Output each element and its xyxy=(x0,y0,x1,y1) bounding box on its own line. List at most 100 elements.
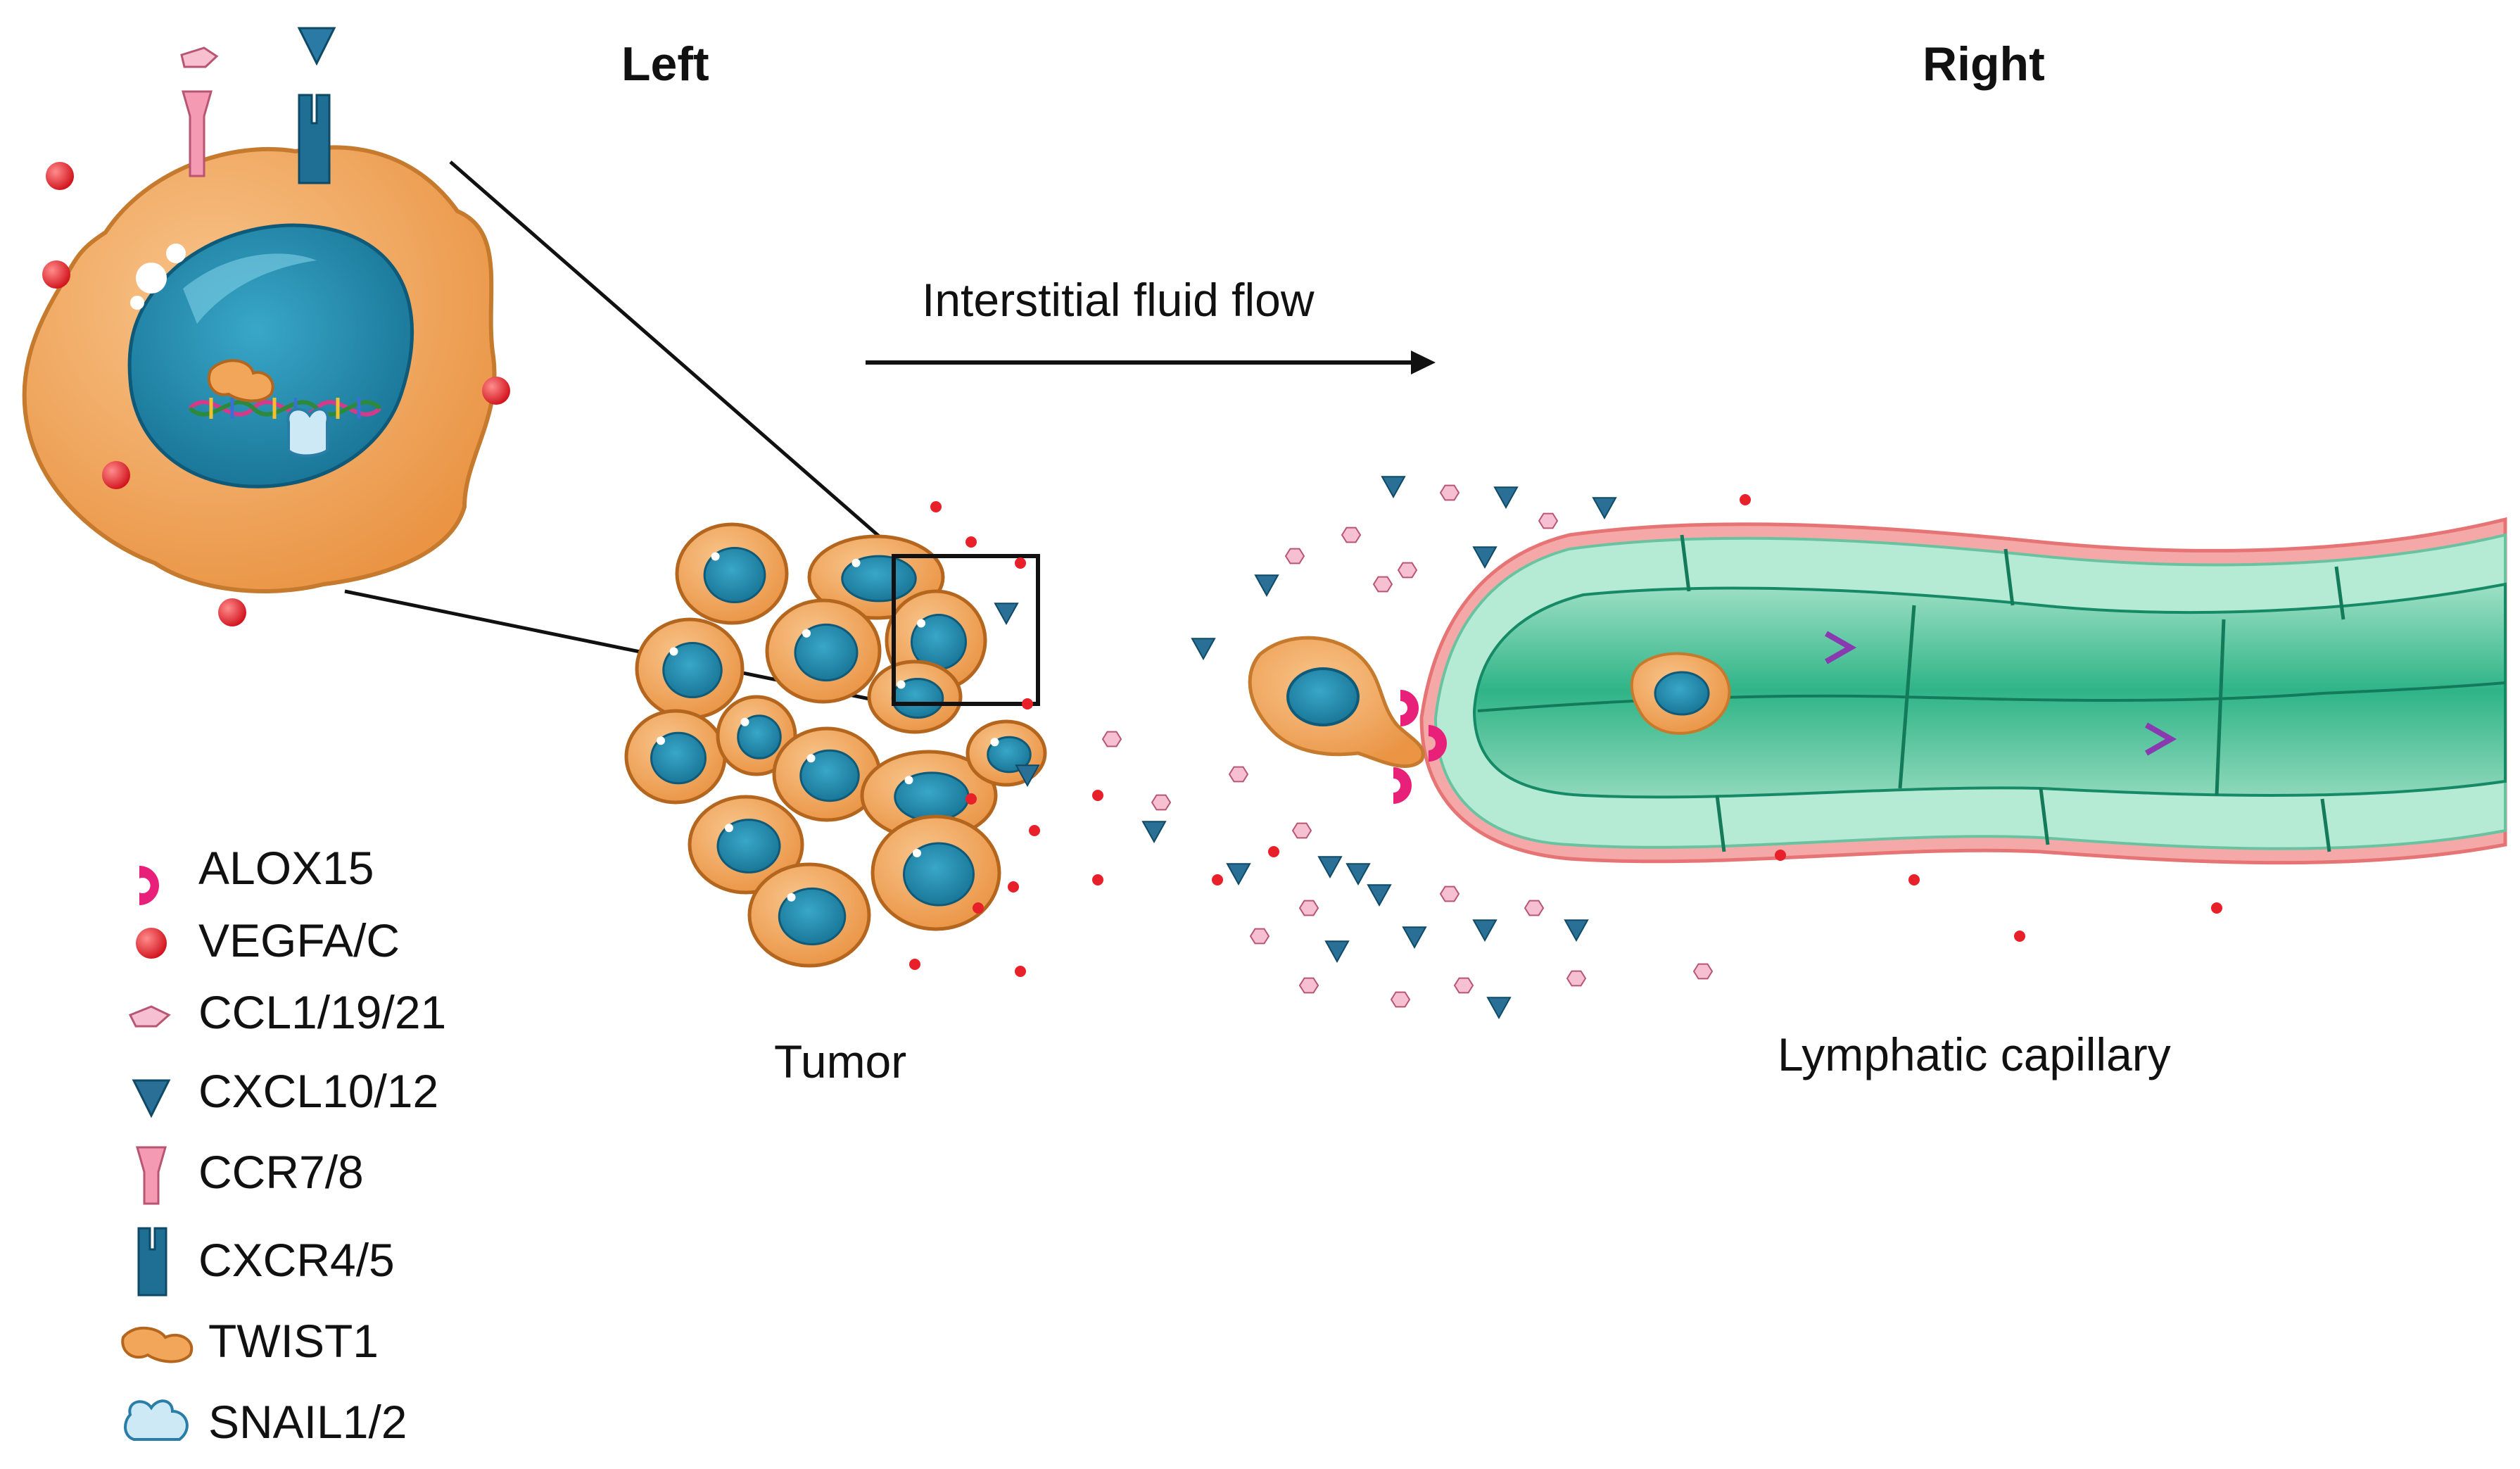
capillary-label: Lymphatic capillary xyxy=(1778,1028,2171,1080)
cxcl-particle xyxy=(1367,884,1392,907)
nucleus-highlight xyxy=(183,253,317,324)
vegf-particle xyxy=(1908,874,1920,885)
endothelial-junction xyxy=(2215,619,2226,796)
vegf-particle xyxy=(965,536,977,548)
heading-right: Right xyxy=(1923,37,2045,91)
tumor-cell-nucleus xyxy=(703,547,766,603)
vegf-particle xyxy=(1212,874,1223,885)
ccl-particle xyxy=(1390,991,1411,1008)
ccl-particle xyxy=(1439,885,1460,902)
tumor-cell xyxy=(860,750,998,841)
tumor-cell-nucleus xyxy=(650,731,707,785)
vegf-particle xyxy=(218,598,246,626)
flow-chevron-icon xyxy=(2145,722,2177,756)
cxcl-particle xyxy=(1592,497,1617,520)
cxcl-particle xyxy=(1381,476,1406,499)
nucleolus-bubble xyxy=(166,244,186,263)
cxcl-particle xyxy=(994,603,1019,626)
endothelial-junctions xyxy=(1680,534,2345,852)
ccl-particle xyxy=(1439,484,1460,501)
ccl-particle xyxy=(1249,928,1270,945)
legend-icons xyxy=(121,866,194,1441)
cxcl-particle xyxy=(1317,856,1343,879)
tumor-cell-nucleus xyxy=(662,642,723,698)
tumor-cell-nucleus xyxy=(799,749,860,802)
cxcl-particle xyxy=(1191,638,1216,661)
alox15-icon xyxy=(1400,690,1419,726)
vegf-particles-zoomed xyxy=(42,162,510,626)
tumor-cell xyxy=(675,522,789,625)
ccr-receptor-icon xyxy=(182,90,213,177)
lymphatic-capillary xyxy=(1393,517,2507,865)
zoom-box xyxy=(892,554,1040,706)
nucleolus-bubble xyxy=(802,629,811,638)
nucleolus-bubble xyxy=(897,680,906,689)
ccl-particle xyxy=(1101,731,1122,748)
cxcl-particle xyxy=(1564,919,1589,942)
vegf-particle xyxy=(1008,881,1019,893)
cxcl-ligand-icon xyxy=(297,27,336,66)
heading-left: Left xyxy=(621,37,709,91)
zoom-line-top xyxy=(449,160,895,550)
tumor-cell xyxy=(635,617,745,720)
tumor-cell-nucleus xyxy=(794,623,859,682)
nucleolus-bubble xyxy=(851,558,861,567)
vegf-particle xyxy=(1015,966,1026,977)
legend-label: CXCL10/12 xyxy=(198,1065,439,1117)
twist1-icon xyxy=(121,1326,194,1363)
tumor-cell xyxy=(624,709,727,805)
cxcl-particle xyxy=(1472,546,1498,569)
ccl-particle xyxy=(1538,512,1559,529)
tumor-cell xyxy=(765,598,882,704)
nucleolus-bubble xyxy=(657,736,665,745)
legend-label: VEGFA/C xyxy=(198,914,400,966)
cxcl-particle xyxy=(1472,919,1498,942)
tumor-cell-nucleus xyxy=(903,842,975,907)
vegf-particle xyxy=(102,461,130,489)
vegf-particle xyxy=(1740,494,1751,505)
endothelial-junction xyxy=(2003,548,2015,606)
cxcl-chemokine-icon xyxy=(132,1079,171,1118)
tumor-cell xyxy=(688,795,804,895)
alox15-icon xyxy=(1429,725,1447,762)
ccl-particle xyxy=(1566,970,1587,987)
nucleolus-bubble xyxy=(787,893,796,902)
nucleolus-bubble xyxy=(917,619,925,628)
cxcl-particle xyxy=(1346,863,1371,886)
vegf-particle xyxy=(2211,902,2222,914)
vegf-particle xyxy=(909,959,920,970)
endothelial-junction xyxy=(1680,534,1691,592)
vegf-particle xyxy=(1775,850,1786,861)
alox15-icon xyxy=(139,866,159,905)
ccl-ligand-icon xyxy=(180,46,219,68)
nucleolus-bubble xyxy=(669,647,678,656)
ccl-particle xyxy=(1228,766,1249,783)
zoomed-tumor-cell xyxy=(22,27,510,626)
legend-label: CCR7/8 xyxy=(198,1146,364,1198)
legend-label: CXCR4/5 xyxy=(198,1234,395,1286)
vegf-particle xyxy=(482,377,510,405)
cxcl-particle xyxy=(1226,863,1251,886)
endothelial-junction xyxy=(2334,566,2345,620)
migrating-tumor-cell xyxy=(1248,636,1425,768)
vegf-particle xyxy=(973,902,984,914)
dna-helix-icon xyxy=(188,398,382,419)
ccl-particle xyxy=(1298,977,1319,994)
cxcl-particle xyxy=(1486,997,1512,1020)
flow-arrow xyxy=(866,351,1436,374)
tumor-cell-nucleus xyxy=(841,555,917,603)
vegf-particle xyxy=(1029,825,1040,836)
ccl-particle xyxy=(1284,548,1305,565)
ccl-chemokine-icon xyxy=(128,1005,171,1028)
nucleolus-bubble xyxy=(990,738,999,747)
cxcl-particle xyxy=(1402,926,1427,950)
nucleolus-bubble xyxy=(806,754,816,763)
tumor-cell xyxy=(867,660,963,734)
alox15-icon xyxy=(1393,767,1412,804)
endothelial-junction xyxy=(2039,788,2050,845)
ccl-particle xyxy=(1397,562,1418,579)
cxcl-particle xyxy=(1015,764,1040,788)
legend-label: CCL1/19/21 xyxy=(198,986,447,1038)
